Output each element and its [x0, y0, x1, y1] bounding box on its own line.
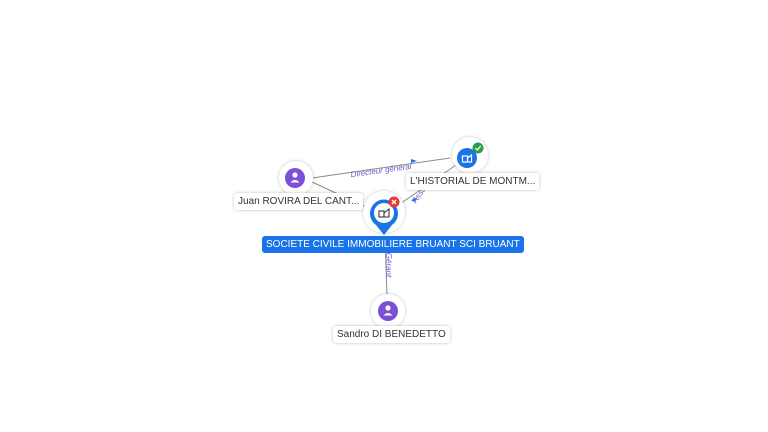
node-label-historial[interactable]: L'HISTORIAL DE MONTM...	[406, 173, 540, 190]
company-node-main[interactable]	[363, 191, 405, 235]
node-label-sandro[interactable]: Sandro DI BENEDETTO	[333, 326, 450, 343]
building-icon	[378, 207, 390, 218]
person-node-juan[interactable]	[279, 161, 313, 195]
person-node-sandro[interactable]	[371, 294, 405, 328]
company-node-historial[interactable]	[452, 137, 488, 173]
building-icon	[461, 153, 473, 163]
node-label-main[interactable]: SOCIETE CIVILE IMMOBILIERE BRUANT SCI BR…	[262, 236, 524, 253]
edge-label-directeur: Directeur général	[350, 162, 412, 179]
closed-badge-icon	[388, 196, 400, 208]
edge-label-gerant: Gérant	[384, 253, 393, 278]
person-icon	[383, 305, 393, 316]
person-icon	[290, 172, 300, 183]
node-label-juan[interactable]: Juan ROVIRA DEL CANT...	[234, 193, 364, 210]
active-badge-icon	[472, 142, 484, 154]
